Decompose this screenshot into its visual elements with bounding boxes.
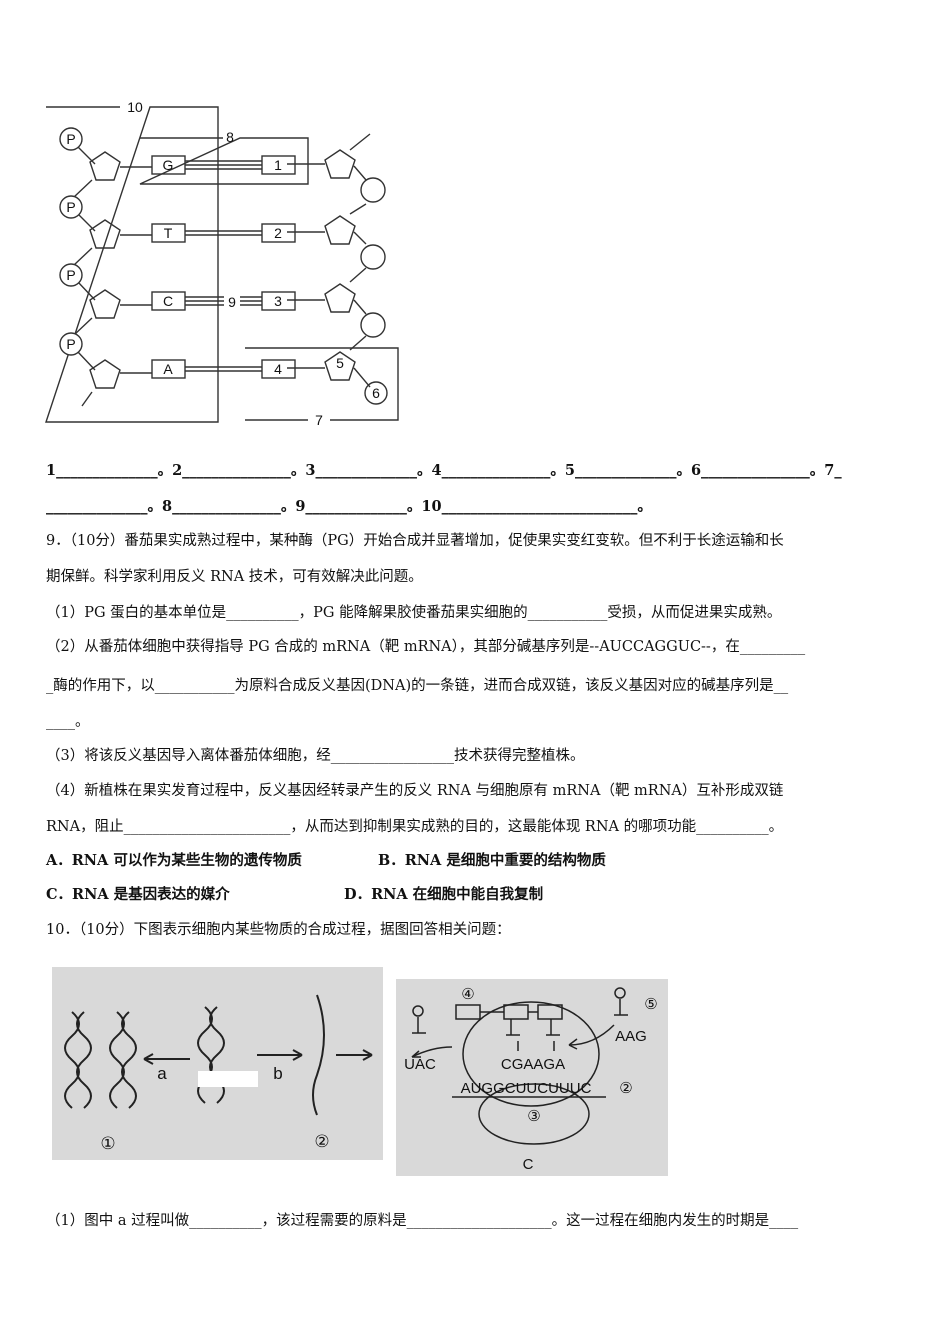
base-left: C [163, 293, 173, 309]
q9-intro-1: 9．（10分）番茄果实成熟过程中，某种酶（PG）开始合成并显著增加，促使果实变红… [46, 533, 784, 549]
arrow-b-label: b [273, 1064, 282, 1083]
base-right: 3 [274, 293, 282, 309]
phosphate-label: P [66, 336, 75, 352]
base-right: 4 [274, 361, 282, 377]
base-left: A [163, 361, 173, 377]
codons-top: CGAAGA [501, 1056, 565, 1073]
q9-intro-2: 期保鲜。科学家利用反义 RNA 技术，可有效解决此问题。 [46, 569, 423, 585]
figure-label-2: ② [314, 1132, 329, 1151]
blanks-line-1: 1______________。2_______________。3______… [46, 462, 842, 479]
mrna-sequence: AUGGCUUCUUUC [461, 1080, 592, 1097]
q10-intro: 10．（10分）下图表示细胞内某些物质的合成过程，据图回答相关问题： [46, 922, 511, 938]
anticodon-uac: UAC [404, 1056, 436, 1073]
base-left: G [163, 157, 174, 173]
figure-label-1: ① [100, 1134, 115, 1153]
q9-option-c: C．RNA 是基因表达的媒介 [46, 886, 230, 903]
arrow-a-label: a [157, 1064, 167, 1083]
phosphate-label: P [66, 131, 75, 147]
label-10: 10 [127, 99, 143, 115]
label-3: ③ [527, 1108, 540, 1125]
q10-part-1: （1）图中 a 过程叫做__________，该过程需要的原料是________… [46, 1213, 799, 1229]
base-left: T [164, 225, 173, 241]
phosphate-label: P [66, 199, 75, 215]
q9-part-2b: _酶的作用下，以___________为原料合成反义基因(DNA)的一条链，进而… [46, 678, 789, 694]
q9-part-2a: （2）从番茄体细胞中获得指导 PG 合成的 mRNA（靶 mRNA），其部分碱基… [46, 639, 806, 655]
figure-caption-c: C [523, 1156, 534, 1173]
label-6: 6 [372, 385, 380, 401]
label-2: ② [619, 1080, 632, 1097]
q9-part-1: （1）PG 蛋白的基本单位是__________，PG 能降解果胶使番茄果实细胞… [46, 605, 782, 621]
phosphate-label: P [66, 267, 75, 283]
label-4: ④ [461, 986, 474, 1003]
figure-replication-transcription: a b ① ② [52, 967, 383, 1160]
figure-translation: ④ ⑤ AAG UAC CGAAGA AUGGCUUCUUUC ② ③ C [396, 979, 668, 1176]
label-7: 7 [315, 412, 323, 428]
dna-structure-diagram: P P P P 10 8 9 7 G T C A 1 2 3 4 5 6 [45, 99, 399, 428]
label-8: 8 [226, 129, 234, 145]
q9-option-b: B．RNA 是细胞中重要的结构物质 [378, 852, 606, 869]
q9-part-4a: （4）新植株在果实发育过程中，反义基因经转录产生的反义 RNA 与细胞原有 mR… [46, 783, 784, 799]
q9-part-4b: RNA，阻止_______________________，从而达到抑制果实成熟… [46, 819, 784, 835]
anticodon-aag: AAG [615, 1028, 647, 1045]
q9-part-2c: ____。 [46, 714, 90, 730]
q9-option-a: A．RNA 可以作为某些生物的遗传物质 [46, 852, 302, 869]
q9-part-3: （3）将该反义基因导入离体番茄体细胞，经_________________技术获… [46, 748, 585, 764]
base-right: 1 [274, 157, 282, 173]
blanks-line-2: ______________。8_______________。9_______… [46, 498, 652, 515]
label-9: 9 [228, 294, 236, 310]
label-5: ⑤ [644, 996, 657, 1013]
label-5: 5 [336, 355, 344, 371]
base-right: 2 [274, 225, 282, 241]
q9-option-d: D．RNA 在细胞中能自我复制 [344, 886, 544, 903]
